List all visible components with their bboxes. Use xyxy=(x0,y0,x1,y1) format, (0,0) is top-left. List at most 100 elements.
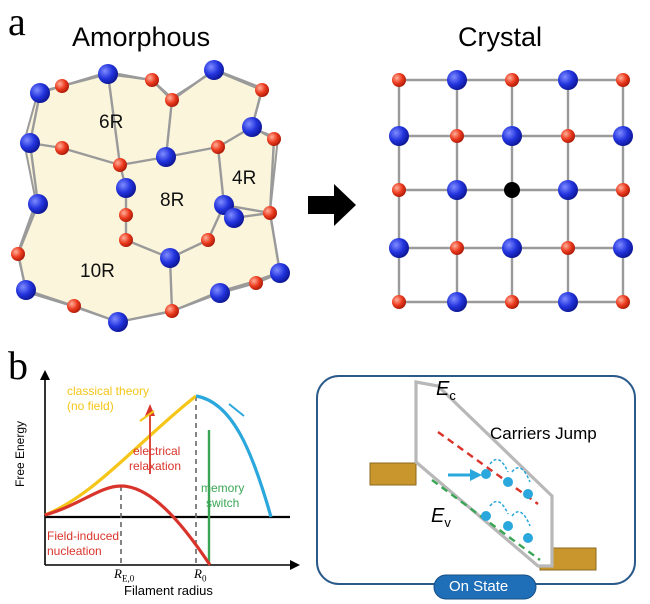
blue-atom xyxy=(270,263,290,283)
blue-atom xyxy=(28,194,48,214)
injection-arrowhead xyxy=(470,469,482,481)
carrier-dot xyxy=(503,521,513,531)
conduction-level-line xyxy=(437,431,539,505)
panel-b-letter: b xyxy=(8,343,28,388)
ring-10r-label: 10R xyxy=(80,261,115,282)
carrier-dot xyxy=(481,469,491,479)
amorphous-fill xyxy=(16,68,282,324)
blue-atom xyxy=(98,64,118,84)
panel-a-letter: a xyxy=(8,0,26,44)
electrical-label: electrical xyxy=(133,444,181,458)
blue-atom xyxy=(447,180,467,200)
red-atom xyxy=(145,73,159,87)
red-atom xyxy=(263,206,277,220)
red-atom xyxy=(55,141,69,155)
red-atom xyxy=(165,304,179,318)
x-axis-label: Filament radius xyxy=(124,583,213,598)
on-state-badge xyxy=(433,574,537,600)
amorphous-title: Amorphous xyxy=(72,22,211,52)
blue-atom xyxy=(204,60,224,80)
amorphous-network xyxy=(11,60,290,332)
amorphous-bond xyxy=(106,73,122,166)
y-axis-arrow xyxy=(40,370,50,380)
red-atom xyxy=(505,295,519,309)
hop-arrow xyxy=(489,458,509,473)
carriers-jump-label: Carriers Jump xyxy=(490,424,597,443)
blue-atom xyxy=(502,238,522,258)
crystal-atoms xyxy=(389,70,633,312)
red-atom xyxy=(616,73,630,87)
ring-4r-label: 4R xyxy=(232,168,257,189)
blue-curve xyxy=(195,394,273,518)
carrier-dots xyxy=(481,458,533,543)
y-axis-label: Free Energy xyxy=(13,420,27,487)
blue-tick xyxy=(228,403,245,417)
amorphous-bond xyxy=(28,142,40,205)
tick-r0: R0 xyxy=(194,566,207,584)
blue-atom xyxy=(16,280,36,300)
carrier-dot xyxy=(523,489,533,499)
blue-atom xyxy=(613,238,633,258)
blue-atom xyxy=(558,180,578,200)
amorphous-bond xyxy=(61,146,121,167)
red-atom xyxy=(249,276,263,290)
red-atom xyxy=(113,158,127,172)
red-atom xyxy=(392,183,406,197)
no-field-label: (no field) xyxy=(67,399,114,413)
carrier-dot xyxy=(523,533,533,543)
amorphous-atoms xyxy=(11,60,290,332)
red-atom xyxy=(561,129,575,143)
red-atom xyxy=(119,233,133,247)
red-atom xyxy=(119,208,133,222)
red-atom xyxy=(450,129,464,143)
red-atom xyxy=(165,93,179,107)
ring-6r-label: 6R xyxy=(99,112,124,133)
transition-arrow xyxy=(308,184,356,226)
ring-8r-label: 8R xyxy=(160,190,185,211)
red-atom xyxy=(201,233,215,247)
red-atom xyxy=(11,247,25,261)
red-atom xyxy=(616,295,630,309)
tick-re0: RE,0 xyxy=(114,566,135,584)
blue-atom xyxy=(160,248,180,268)
classical-tick xyxy=(139,410,155,422)
blue-atom xyxy=(156,147,176,167)
ec-label: Ec xyxy=(436,378,456,403)
blue-atom xyxy=(558,70,578,90)
blue-atom xyxy=(389,238,409,258)
ev-label: Ev xyxy=(431,505,451,530)
red-atom xyxy=(450,241,464,255)
blue-atom xyxy=(210,283,230,303)
x-axis-arrow xyxy=(290,560,300,570)
blue-atom xyxy=(116,178,136,198)
carrier-dot xyxy=(481,511,491,521)
hop-arrow xyxy=(511,467,531,483)
crystal-title: Crystal xyxy=(458,22,543,52)
left-electrode xyxy=(369,462,417,486)
red-atom xyxy=(616,183,630,197)
field-induced-curve xyxy=(44,484,212,566)
blue-atom xyxy=(30,83,50,103)
red-atom xyxy=(505,73,519,87)
red-atom xyxy=(67,299,81,313)
band-diagram xyxy=(316,375,636,600)
blue-atom xyxy=(502,126,522,146)
amorphous-bond xyxy=(268,212,282,274)
blue-atom xyxy=(224,208,244,228)
relaxation-label: relaxation xyxy=(129,459,182,473)
red-atom xyxy=(55,79,69,93)
blue-atom xyxy=(447,292,467,312)
blue-atom xyxy=(447,70,467,90)
classical-curve xyxy=(44,394,197,517)
blue-atom xyxy=(242,117,262,137)
red-atom xyxy=(561,241,575,255)
amorphous-bond xyxy=(268,138,276,214)
switch-label: switch xyxy=(206,496,240,510)
hop-arrow xyxy=(489,500,509,515)
valence-level-line xyxy=(431,479,541,561)
crystal-lattice xyxy=(389,70,633,312)
red-atom xyxy=(392,295,406,309)
blue-atom xyxy=(558,292,578,312)
field-induced-label: Field-induced xyxy=(47,529,120,543)
